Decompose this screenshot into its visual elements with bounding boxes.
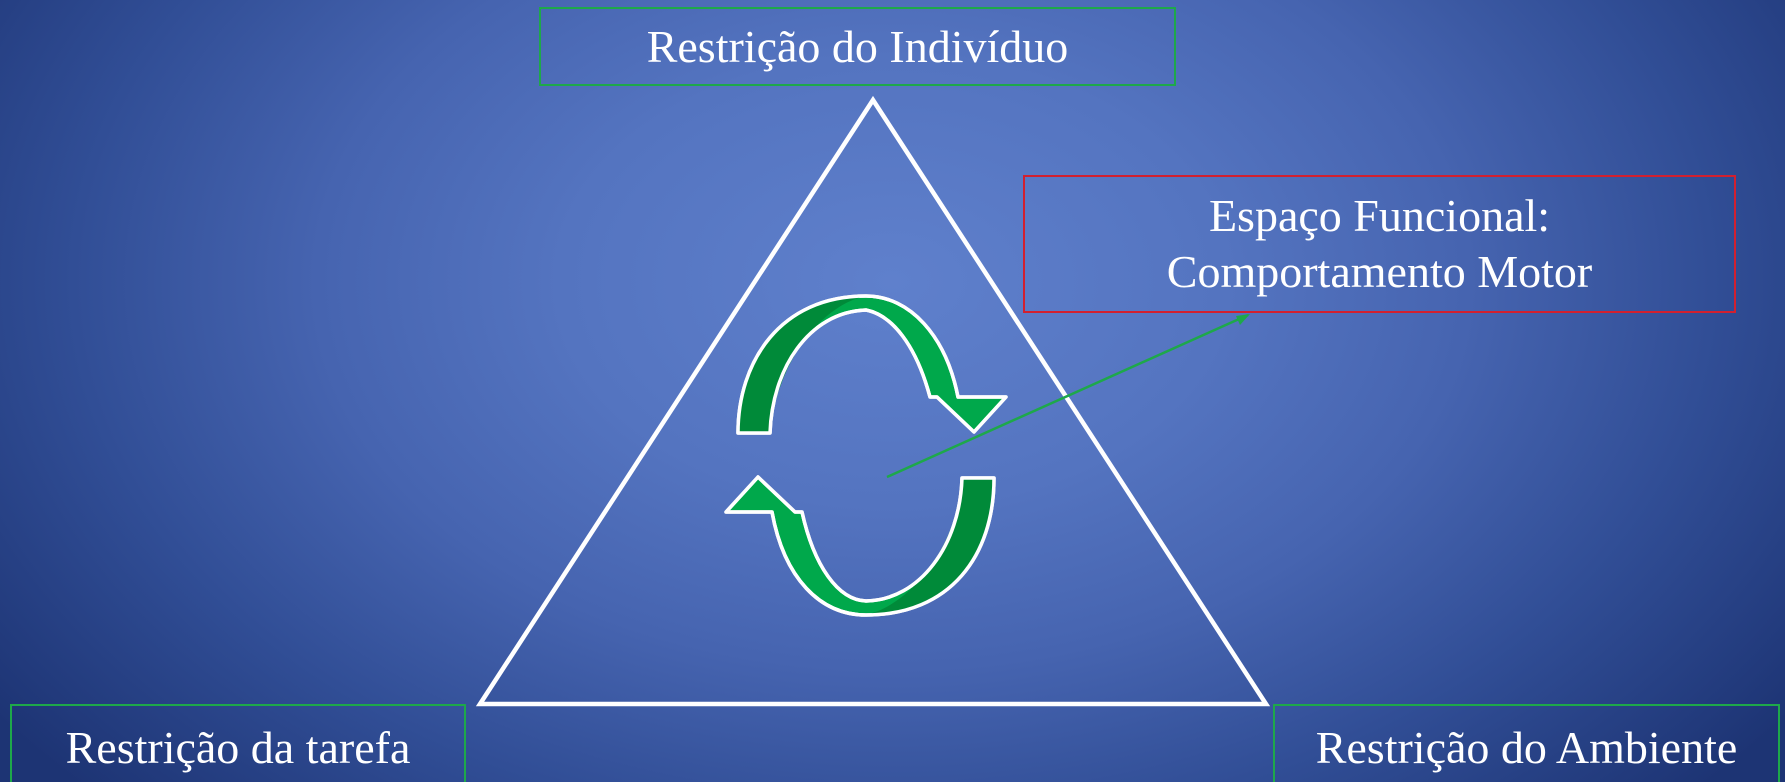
callout-connector — [886, 313, 1250, 479]
task-constraint-label: Restrição da tarefa — [65, 721, 411, 773]
constraints-triangle — [475, 95, 1271, 707]
circular-arrows-icon — [724, 294, 1008, 617]
task-constraint-box: Restrição da tarefa — [10, 704, 466, 782]
callout-line-2: Comportamento Motor — [1166, 246, 1593, 297]
callout-line-1: Espaço Funcional: — [1208, 190, 1551, 241]
individual-constraint-label: Restrição do Indivíduo — [646, 21, 1069, 72]
environment-constraint-label: Restrição do Ambiente — [1315, 721, 1738, 773]
environment-constraint-box: Restrição do Ambiente — [1273, 704, 1780, 782]
individual-constraint-box: Restrição do Indivíduo — [539, 7, 1176, 86]
functional-space-callout: Espaço Funcional: Comportamento Motor — [1023, 175, 1736, 313]
